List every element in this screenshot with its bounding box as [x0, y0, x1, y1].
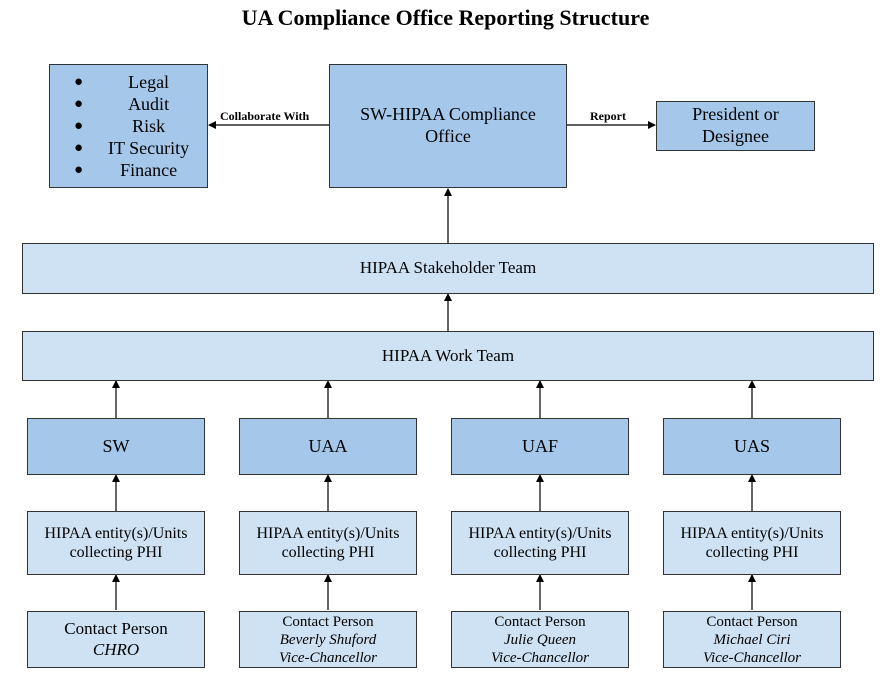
unit-box-uaa: UAA: [239, 418, 417, 475]
unit-name: UAA: [308, 435, 348, 456]
unit-box-uas: UAS: [663, 418, 841, 475]
contact-box-uas: Contact Person Michael Ciri Vice-Chancel…: [663, 611, 841, 668]
entity-box-uaa: HIPAA entity(s)/Units collecting PHI: [239, 511, 417, 575]
contact-title: Contact Person: [706, 613, 798, 630]
report-label: Report: [590, 109, 626, 123]
contact-title: Contact Person: [494, 613, 586, 630]
collaborator-legal: Legal: [74, 71, 189, 93]
entity-line1: HIPAA entity(s)/Units: [680, 524, 824, 542]
work-team-box: HIPAA Work Team: [22, 331, 874, 381]
collaborators-box: Legal Audit Risk IT Security Finance: [49, 64, 208, 188]
contact-name: Julie Queen: [503, 631, 577, 648]
diagram-title: UA Compliance Office Reporting Structure: [241, 5, 650, 30]
contact-name: Beverly Shuford: [279, 631, 377, 648]
president-line2: Designee: [702, 126, 769, 146]
collaborator-it-security: IT Security: [74, 137, 189, 159]
entity-line2: collecting PHI: [69, 544, 163, 561]
collaborator-finance: Finance: [74, 159, 189, 181]
contact-box-sw: Contact Person CHRO: [27, 611, 205, 668]
entity-box-sw: HIPAA entity(s)/Units collecting PHI: [27, 511, 205, 575]
president-line1: President or: [692, 104, 779, 125]
unit-name: UAS: [733, 435, 770, 456]
stakeholder-team-label: HIPAA Stakeholder Team: [359, 258, 537, 278]
contact-name: Michael Ciri: [713, 631, 791, 648]
compliance-office-box: SW-HIPAA Compliance Office: [329, 64, 567, 188]
work-team-label: HIPAA Work Team: [381, 345, 515, 365]
collaborator-audit: Audit: [74, 93, 189, 115]
contact-title: Contact Person: [282, 613, 374, 630]
entity-line1: HIPAA entity(s)/Units: [44, 524, 188, 542]
unit-box-uaf: UAF: [451, 418, 629, 475]
entity-line2: collecting PHI: [493, 544, 587, 561]
president-box: President or Designee: [656, 101, 815, 151]
entity-box-uaf: HIPAA entity(s)/Units collecting PHI: [451, 511, 629, 575]
entity-line1: HIPAA entity(s)/Units: [256, 524, 400, 542]
entity-line2: collecting PHI: [281, 544, 375, 561]
stakeholder-team-box: HIPAA Stakeholder Team: [22, 243, 874, 294]
entity-line2: collecting PHI: [705, 544, 799, 561]
unit-name: SW: [102, 435, 130, 456]
entity-line1: HIPAA entity(s)/Units: [468, 524, 612, 542]
compliance-office-line2: Office: [425, 126, 471, 146]
contact-role: Vice-Chancellor: [702, 649, 802, 666]
contact-box-uaa: Contact Person Beverly Shuford Vice-Chan…: [239, 611, 417, 668]
unit-box-sw: SW: [27, 418, 205, 475]
entity-box-uas: HIPAA entity(s)/Units collecting PHI: [663, 511, 841, 575]
contact-title: Contact Person: [64, 619, 168, 639]
contact-role: Vice-Chancellor: [490, 649, 590, 666]
contact-role: Vice-Chancellor: [278, 649, 378, 666]
compliance-office-line1: SW-HIPAA Compliance: [360, 104, 536, 125]
collaborate-label: Collaborate With: [220, 109, 310, 123]
collaborator-risk: Risk: [74, 115, 189, 137]
contact-box-uaf: Contact Person Julie Queen Vice-Chancell…: [451, 611, 629, 668]
contact-name: CHRO: [92, 639, 140, 659]
unit-name: UAF: [521, 435, 558, 456]
collaborators-list: Legal Audit Risk IT Security Finance: [74, 71, 189, 181]
